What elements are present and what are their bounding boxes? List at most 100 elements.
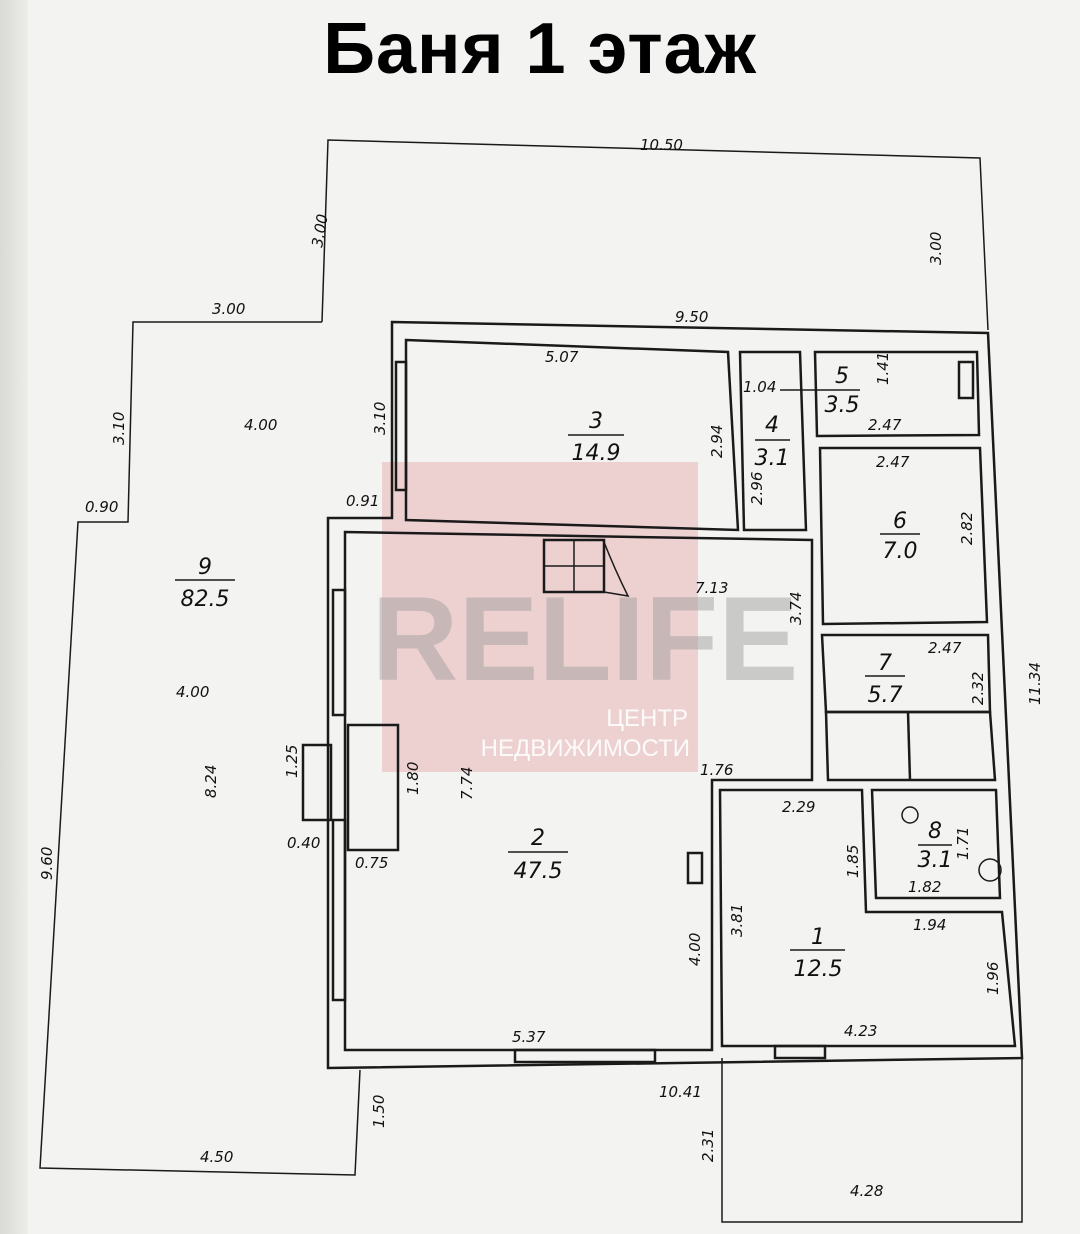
electric-panel-icon: [957, 360, 975, 400]
room-9-label: 982.5: [175, 555, 235, 612]
watermark-brand: RELIFE: [372, 572, 799, 706]
dimension-label: 2.31: [699, 1129, 717, 1162]
window: [394, 360, 408, 492]
dimension-label: 0.91: [346, 492, 379, 510]
plan-line: [343, 530, 814, 1052]
dimension-label: 4.00: [686, 933, 704, 966]
dimension-label: 1.76: [700, 761, 733, 779]
dimension-label: 3.74: [787, 592, 805, 625]
room-text: 3: [589, 409, 603, 434]
page-title: Баня 1 этаж: [323, 9, 757, 89]
dimension-label: 9.50: [675, 308, 708, 326]
room-6-walls: [818, 446, 989, 626]
staircase-arrow: [544, 540, 630, 597]
dimension-labels: 10.50 3.00 3.00 3.00 9.50 3.10 4.00 0.90…: [38, 136, 1044, 1200]
room-3-label: 314.9: [568, 409, 624, 466]
dimension-label: 5.37: [512, 1028, 546, 1046]
dimension-label: 2.32: [969, 672, 987, 705]
room-5-walls: [813, 350, 981, 438]
dimension-label: 4.00: [244, 416, 277, 434]
dimension-label: 0.40: [287, 834, 320, 852]
dimension-label: 9.60: [38, 847, 56, 880]
dimension-label: 11.34: [1026, 662, 1044, 705]
toilet-icon: [901, 806, 919, 824]
dimension-label: 1.25: [283, 745, 301, 778]
room-2-label: 247.5: [508, 826, 568, 884]
heater-icon: [978, 858, 1002, 882]
stove: [346, 723, 400, 852]
watermark: RELIFE ЦЕНТР НЕДВИЖИМОСТИ: [372, 462, 799, 772]
house-walls: [301, 320, 1024, 1070]
room-1-label: 112.5: [790, 925, 845, 982]
room-text: 3.1: [755, 446, 790, 471]
window: [513, 1048, 657, 1064]
dimension-label: 1.94: [913, 916, 946, 934]
window: [331, 588, 347, 717]
room-text: 5.7: [868, 683, 903, 708]
porch-outline: [721, 1058, 1023, 1223]
dimension-label: 4.28: [850, 1182, 883, 1200]
dimension-label: 2.47: [928, 639, 962, 657]
dimension-label: 2.29: [782, 798, 815, 816]
room-text: 6: [893, 509, 907, 534]
room-text: 3.1: [918, 848, 953, 873]
window: [773, 1044, 827, 1060]
dimension-label: 2.47: [868, 416, 902, 434]
dimension-label: 1.82: [908, 878, 941, 896]
room-text: 2: [531, 826, 545, 851]
dimension-label: 4.23: [844, 1022, 877, 1040]
dimension-label: 2.82: [958, 512, 976, 545]
dimension-label: 0.75: [355, 854, 388, 872]
room-7-walls: [820, 633, 992, 714]
watermark-line1: ЦЕНТР: [606, 705, 688, 732]
dimension-label: 3.00: [212, 300, 245, 318]
room-text: 47.5: [514, 859, 563, 884]
dimension-label: 2.47: [876, 453, 910, 471]
dimension-label: 4.50: [200, 1148, 233, 1166]
dimension-label: 1.04: [743, 378, 776, 396]
dimension-label: 1.85: [844, 845, 862, 878]
dimension-label: 3.10: [371, 402, 389, 435]
dimension-label: 4.00: [176, 683, 209, 701]
dimension-label: 1.41: [874, 352, 892, 385]
dimension-label: 3.00: [308, 213, 332, 249]
terrace-outline: [321, 139, 989, 331]
room-text: 4: [765, 413, 779, 438]
dimension-label: 8.24: [202, 765, 220, 798]
dimension-label: 3.00: [927, 232, 945, 265]
dimension-label: 7.74: [458, 767, 476, 800]
dimension-label: 1.71: [954, 827, 972, 860]
room-8-label: 83.1: [918, 819, 953, 873]
watermark-line2: НЕДВИЖИМОСТИ: [481, 735, 690, 762]
dimension-label: 5.07: [545, 348, 579, 366]
room-text: 8: [928, 819, 942, 844]
room-labels: 112.5 247.5 314.9 43.1 53.5 67.0 75.7 83…: [175, 364, 953, 982]
dimension-label: 3.81: [728, 904, 746, 937]
watermark-background: [382, 462, 698, 772]
room-text: 9: [198, 555, 212, 580]
room-text: 7.0: [883, 539, 918, 564]
room-text: 14.9: [572, 441, 621, 466]
storage-walls: [824, 710, 997, 782]
room-text: 7: [878, 651, 892, 676]
room-5-label: 53.5: [780, 364, 860, 418]
plan-line: [906, 711, 912, 781]
room-text: 12.5: [794, 957, 843, 982]
page-edge-shadow: [0, 0, 28, 1234]
room-text: 1: [811, 925, 825, 950]
dimension-label: 1.80: [404, 762, 422, 795]
room-8-walls: [870, 788, 1002, 900]
dimension-label: 10.50: [640, 136, 683, 154]
room-text: 5: [835, 364, 849, 389]
dimension-label: 0.90: [85, 498, 118, 516]
room-1-walls: [718, 788, 1017, 1048]
dimension-label: 2.94: [708, 425, 726, 458]
room-6-label: 67.0: [880, 509, 920, 564]
terrace-left-outline: [39, 321, 361, 1176]
plan-line: [326, 320, 1024, 1070]
room-7-label: 75.7: [865, 651, 905, 708]
stove-firebox: [301, 743, 333, 822]
dimension-label: 1.50: [370, 1095, 388, 1128]
dimension-label: 1.96: [984, 962, 1002, 995]
